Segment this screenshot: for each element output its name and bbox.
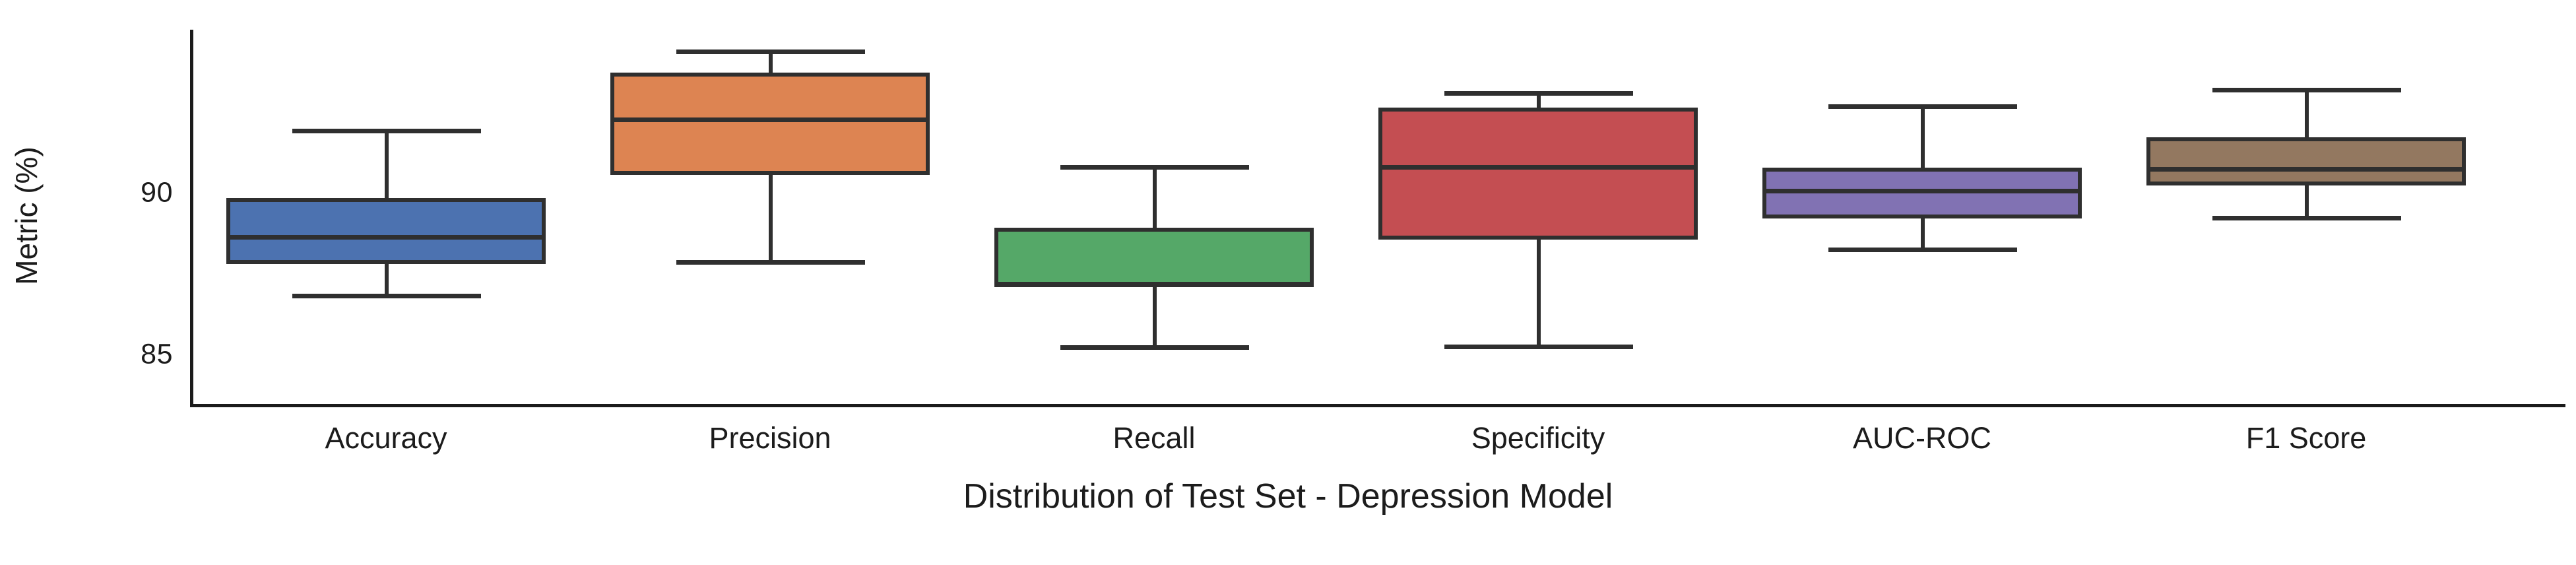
x-tick-precision: Precision xyxy=(709,421,831,455)
y-tick-90-label: 90 xyxy=(141,176,173,209)
x-tick-accuracy: Accuracy xyxy=(325,421,447,455)
x-axis-spine xyxy=(190,404,2565,407)
x-axis-label: Distribution of Test Set - Depression Mo… xyxy=(963,477,1613,515)
x-tick-specificity: Specificity xyxy=(1471,421,1605,455)
y-axis-spine xyxy=(190,30,193,407)
x-tick-auc-roc: AUC-ROC xyxy=(1853,421,1991,455)
y-axis-label: Metric (%) xyxy=(9,147,44,285)
x-tick-f1-score: F1 Score xyxy=(2245,421,2367,455)
x-tick-recall: Recall xyxy=(1112,421,1196,455)
y-tick-85-label: 85 xyxy=(141,338,173,370)
